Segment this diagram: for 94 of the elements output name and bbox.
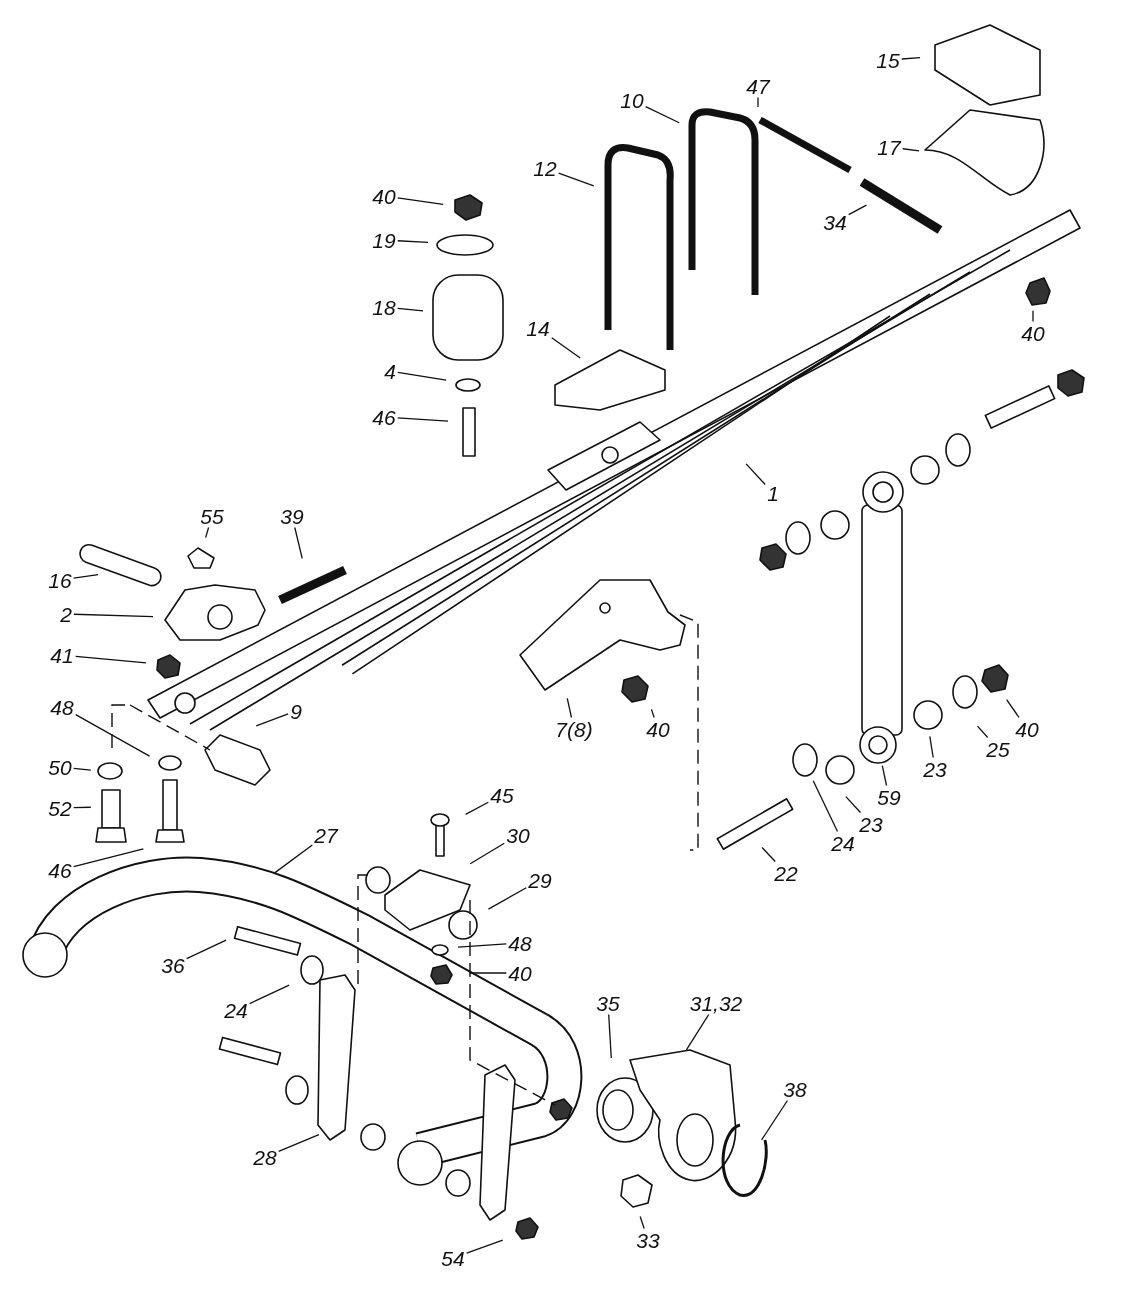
leader-line bbox=[274, 844, 313, 874]
leader-line bbox=[1032, 310, 1034, 323]
leader-line bbox=[397, 197, 444, 205]
callout-number: 2 bbox=[60, 603, 72, 625]
leader-line bbox=[929, 735, 934, 759]
leader-line bbox=[845, 795, 862, 814]
callout-number: 29 bbox=[528, 869, 552, 891]
leader-line bbox=[73, 806, 92, 809]
callout-number: 48 bbox=[50, 696, 74, 718]
leader-line bbox=[551, 337, 581, 359]
leader-line bbox=[902, 148, 920, 152]
callout-number: 46 bbox=[372, 406, 396, 428]
leader-line bbox=[75, 714, 151, 757]
leader-line bbox=[397, 417, 449, 422]
leader-line bbox=[469, 972, 507, 974]
callout-number: 50 bbox=[48, 756, 72, 778]
leader-line bbox=[848, 204, 868, 216]
callout-number: 16 bbox=[48, 569, 72, 591]
leader-line bbox=[976, 725, 989, 739]
leader-line bbox=[760, 1099, 789, 1141]
callout-number: 24 bbox=[224, 999, 248, 1021]
leader-line bbox=[901, 57, 921, 60]
leader-line bbox=[881, 765, 888, 787]
callout-number: 14 bbox=[526, 317, 550, 339]
leader-line bbox=[1006, 699, 1020, 719]
leader-line bbox=[278, 1133, 320, 1152]
callout-number: 52 bbox=[48, 797, 72, 819]
callout-number: 28 bbox=[253, 1146, 277, 1168]
callout-number: 1 bbox=[767, 482, 779, 504]
callout-number: 40 bbox=[1021, 322, 1045, 344]
callout-number: 9 bbox=[290, 700, 302, 722]
leader-line bbox=[745, 463, 766, 486]
callout-number: 45 bbox=[490, 784, 514, 806]
leader-line bbox=[466, 1239, 504, 1254]
callout-number: 48 bbox=[508, 932, 532, 954]
callout-number: 34 bbox=[823, 211, 847, 233]
callout-number: 23 bbox=[923, 758, 947, 780]
leader-line bbox=[645, 105, 680, 124]
leader-line bbox=[294, 526, 303, 559]
leader-line bbox=[812, 780, 839, 833]
callout-number: 7(8) bbox=[555, 718, 593, 740]
callout-number: 35 bbox=[596, 992, 620, 1014]
callout-number: 39 bbox=[280, 505, 304, 527]
callout-number: 46 bbox=[48, 859, 72, 881]
leader-line bbox=[75, 655, 147, 664]
leader-line bbox=[457, 943, 507, 948]
callout-number: 30 bbox=[506, 824, 530, 846]
callout-number: 54 bbox=[441, 1247, 465, 1269]
leader-line bbox=[464, 801, 489, 815]
leader-line bbox=[397, 371, 447, 381]
callout-number: 22 bbox=[774, 862, 798, 884]
leader-line bbox=[566, 697, 573, 719]
callout-number: 25 bbox=[986, 738, 1010, 760]
leader-line bbox=[608, 1013, 612, 1059]
callout-number: 40 bbox=[646, 718, 670, 740]
callout-number: 40 bbox=[508, 962, 532, 984]
callout-number: 31,32 bbox=[689, 992, 743, 1014]
callout-number: 24 bbox=[831, 832, 855, 854]
callout-number: 33 bbox=[636, 1229, 660, 1251]
leader-line bbox=[639, 1215, 645, 1230]
leader-line bbox=[249, 984, 290, 1005]
callout-number: 40 bbox=[1015, 718, 1039, 740]
callout-number: 4 bbox=[384, 360, 396, 382]
leader-line bbox=[73, 767, 92, 771]
leader-line bbox=[204, 526, 210, 539]
leader-line bbox=[761, 846, 776, 863]
callout-number: 15 bbox=[876, 49, 900, 71]
leader-line bbox=[255, 713, 289, 727]
callout-number: 27 bbox=[314, 824, 338, 846]
callout-number: 55 bbox=[200, 505, 224, 527]
callout-number: 59 bbox=[877, 786, 901, 808]
leader-line bbox=[73, 848, 144, 868]
callout-number: 10 bbox=[620, 89, 644, 111]
callout-number: 36 bbox=[161, 954, 185, 976]
leader-line bbox=[73, 574, 99, 579]
leader-line bbox=[757, 96, 759, 108]
leader-line bbox=[650, 708, 655, 719]
callout-number: 40 bbox=[372, 185, 396, 207]
leader-line bbox=[397, 307, 424, 312]
leader-line bbox=[469, 842, 505, 865]
leader-line bbox=[558, 172, 595, 187]
leader-line bbox=[186, 939, 227, 960]
leader-line bbox=[397, 240, 429, 243]
callout-number: 23 bbox=[859, 813, 883, 835]
leader-line bbox=[685, 1013, 710, 1051]
callout-number: 12 bbox=[533, 157, 557, 179]
callout-number: 18 bbox=[372, 296, 396, 318]
callout-number: 17 bbox=[877, 136, 901, 158]
callout-number: 38 bbox=[783, 1078, 807, 1100]
callout-number: 41 bbox=[50, 644, 74, 666]
leader-line bbox=[487, 887, 527, 910]
callout-number: 47 bbox=[746, 75, 770, 97]
leader-line bbox=[73, 613, 154, 618]
callout-number: 19 bbox=[372, 229, 396, 251]
